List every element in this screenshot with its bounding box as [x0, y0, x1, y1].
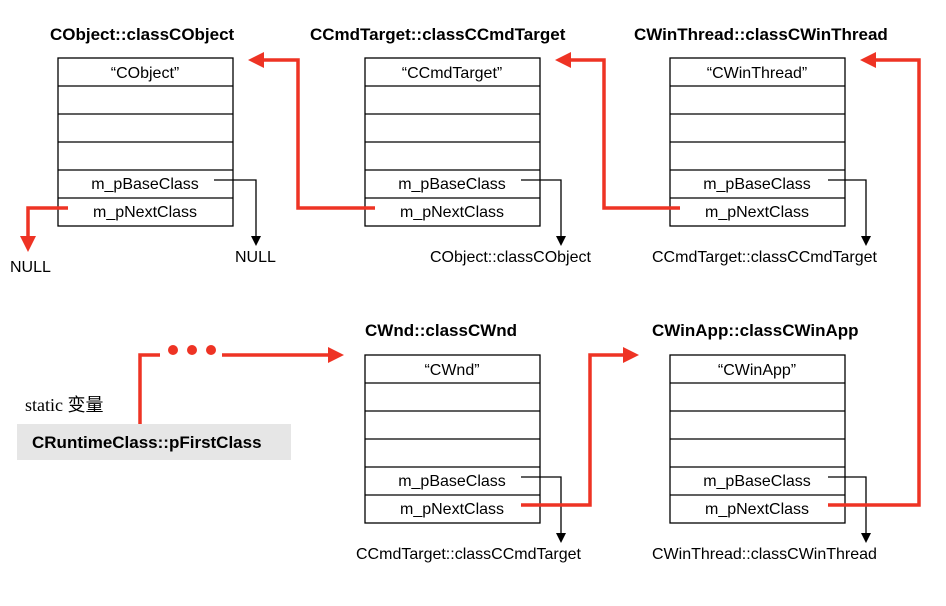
- next-class-chain: [20, 52, 921, 507]
- cwinthread-title: CWinThread::classCWinThread: [634, 25, 888, 44]
- cwinapp-node: CWinApp::classCWinApp “CWinApp” m_pBaseC…: [652, 321, 859, 524]
- cwinthread-next-field: m_pNextClass: [705, 204, 809, 221]
- cwinthread-next-link: [569, 58, 680, 210]
- ccmdtarget-base-pointer: [521, 179, 562, 236]
- ellipsis-dot: [187, 345, 197, 355]
- cobject-next-link: [26, 206, 68, 238]
- cwinapp-base-pointer: [828, 476, 867, 533]
- cwinapp-name-cell: “CWinApp”: [718, 362, 796, 379]
- cobject-node: CObject::classCObject “CObject” m_pBaseC…: [50, 25, 235, 227]
- ccmdtarget-next-link: [262, 58, 375, 210]
- ccmdtarget-base-target: CObject::classCObject: [430, 249, 591, 266]
- cwnd-node: CWnd::classCWnd “CWnd” m_pBaseClass m_pN…: [364, 321, 541, 524]
- ccmdtarget-next-field: m_pNextClass: [400, 204, 504, 221]
- cobject-base-pointer: [214, 179, 257, 236]
- cwnd-base-field: m_pBaseClass: [398, 473, 506, 490]
- first-class-box: [17, 424, 291, 460]
- cwnd-base-target: CCmdTarget::classCCmdTarget: [356, 546, 582, 563]
- cobject-base-null-label: NULL: [235, 249, 276, 266]
- ellipsis-dot: [168, 345, 178, 355]
- cwinapp-next-link: [828, 58, 921, 507]
- ellipsis-dot: [206, 345, 216, 355]
- cobject-title: CObject::classCObject: [50, 25, 235, 44]
- cwnd-next-field: m_pNextClass: [400, 501, 504, 518]
- cwinapp-title: CWinApp::classCWinApp: [652, 321, 859, 340]
- ccmdtarget-title: CCmdTarget::classCCmdTarget: [310, 25, 566, 44]
- first-class-label: CRuntimeClass::pFirstClass: [32, 433, 262, 452]
- ccmdtarget-name-cell: “CCmdTarget”: [402, 65, 502, 82]
- cwnd-base-pointer: [521, 476, 562, 533]
- cwinthread-name-cell: “CWinThread”: [707, 65, 807, 82]
- cwinapp-base-field: m_pBaseClass: [703, 473, 811, 490]
- static-variable-label: static 变量: [25, 395, 104, 415]
- cobject-base-field: m_pBaseClass: [91, 176, 199, 193]
- first-class-link: [138, 353, 160, 428]
- cobject-next-field: m_pNextClass: [93, 204, 197, 221]
- cobject-next-null-label: NULL: [10, 259, 51, 276]
- cwnd-name-cell: “CWnd”: [424, 362, 479, 379]
- cwinthread-base-field: m_pBaseClass: [703, 176, 811, 193]
- cwinthread-node: CWinThread::classCWinThread “CWinThread”…: [634, 25, 888, 227]
- cwinthread-base-target: CCmdTarget::classCCmdTarget: [652, 249, 878, 266]
- cobject-name-cell: “CObject”: [111, 65, 179, 82]
- cwinapp-base-target: CWinThread::classCWinThread: [652, 546, 877, 563]
- cwnd-title: CWnd::classCWnd: [365, 321, 517, 340]
- base-class-pointers: [214, 179, 871, 543]
- cwinthread-base-pointer: [828, 179, 867, 236]
- cwnd-next-link: [521, 353, 625, 507]
- ccmdtarget-base-field: m_pBaseClass: [398, 176, 506, 193]
- cwinapp-next-field: m_pNextClass: [705, 501, 809, 518]
- ccmdtarget-node: CCmdTarget::classCCmdTarget “CCmdTarget”…: [310, 25, 566, 227]
